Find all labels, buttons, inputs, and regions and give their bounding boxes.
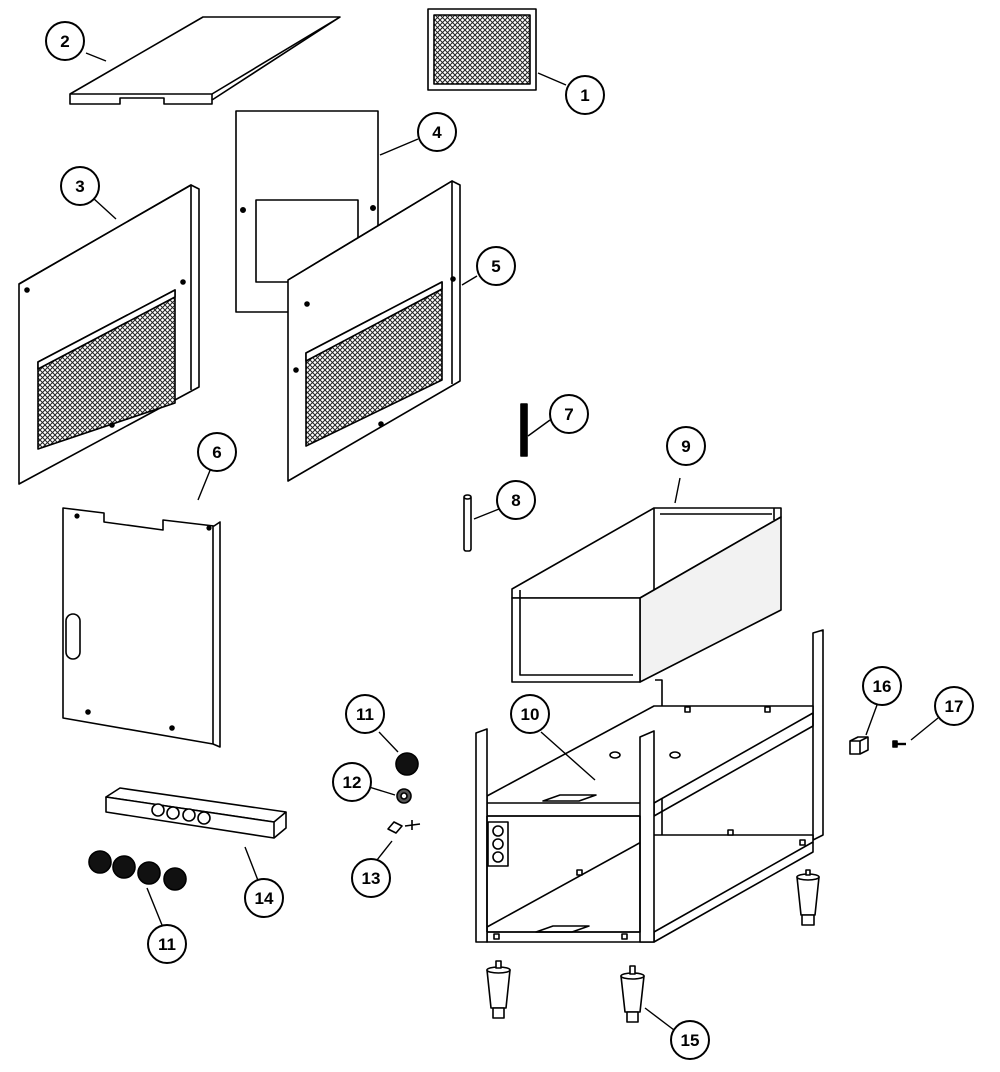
callout-circle bbox=[345, 694, 385, 734]
callout-number: 11 bbox=[356, 705, 374, 724]
callout-5: 5 bbox=[476, 246, 516, 286]
callout-circle bbox=[417, 112, 457, 152]
callout-12: 12 bbox=[332, 762, 372, 802]
part-drawer bbox=[511, 507, 782, 683]
callout-11: 11 bbox=[147, 924, 187, 964]
callout-circle bbox=[351, 858, 391, 898]
callout-circle bbox=[476, 246, 516, 286]
part-rod bbox=[520, 403, 528, 457]
part-control-bracket bbox=[105, 787, 287, 839]
callout-3: 3 bbox=[60, 166, 100, 206]
callout-10: 10 bbox=[510, 694, 550, 734]
callout-number: 12 bbox=[343, 773, 362, 792]
part-knobs bbox=[88, 752, 419, 891]
callout-1: 1 bbox=[565, 75, 605, 115]
callout-15: 15 bbox=[670, 1020, 710, 1060]
callout-number: 17 bbox=[945, 697, 964, 716]
part-screw bbox=[892, 740, 906, 748]
callout-circle bbox=[934, 686, 974, 726]
callout-6: 6 bbox=[197, 432, 237, 472]
part-latch bbox=[849, 736, 869, 755]
callout-circle bbox=[147, 924, 187, 964]
callout-13: 13 bbox=[351, 858, 391, 898]
callout-number: 3 bbox=[75, 177, 84, 196]
callout-circle bbox=[197, 432, 237, 472]
part-legs bbox=[486, 869, 820, 1023]
callout-17: 17 bbox=[934, 686, 974, 726]
callout-circle bbox=[549, 394, 589, 434]
callout-number: 15 bbox=[681, 1031, 700, 1050]
callout-circle bbox=[496, 480, 536, 520]
callout-circle bbox=[510, 694, 550, 734]
callout-number: 13 bbox=[362, 869, 381, 888]
leader-lines bbox=[85, 52, 939, 1031]
callout-circle bbox=[862, 666, 902, 706]
callout-circle bbox=[565, 75, 605, 115]
callout-circle bbox=[332, 762, 372, 802]
part-cabinet-frame bbox=[475, 629, 824, 943]
callout-8: 8 bbox=[496, 480, 536, 520]
callout-number: 4 bbox=[432, 123, 442, 142]
callout-7: 7 bbox=[549, 394, 589, 434]
callout-circle bbox=[244, 878, 284, 918]
callout-16: 16 bbox=[862, 666, 902, 706]
callout-number: 11 bbox=[158, 935, 176, 954]
callout-circle bbox=[60, 166, 100, 206]
callout-number: 2 bbox=[60, 32, 69, 51]
callout-number: 6 bbox=[212, 443, 221, 462]
part-right-side-panel bbox=[287, 180, 461, 482]
part-clip bbox=[387, 820, 421, 834]
callout-number: 9 bbox=[681, 437, 690, 456]
callout-number: 1 bbox=[580, 86, 589, 105]
callout-14: 14 bbox=[244, 878, 284, 918]
part-filter-screen bbox=[427, 8, 537, 91]
part-pin bbox=[463, 494, 472, 552]
callout-11: 11 bbox=[345, 694, 385, 734]
part-left-side-panel bbox=[18, 184, 200, 485]
callout-number: 7 bbox=[564, 405, 573, 424]
part-top-cover bbox=[69, 16, 341, 105]
callout-circle bbox=[670, 1020, 710, 1060]
callout-number: 16 bbox=[873, 677, 892, 696]
callout-number: 8 bbox=[511, 491, 520, 510]
callout-4: 4 bbox=[417, 112, 457, 152]
callout-number: 5 bbox=[491, 257, 500, 276]
callout-circle bbox=[666, 426, 706, 466]
part-front-door bbox=[62, 507, 221, 748]
callout-2: 2 bbox=[45, 21, 85, 61]
callout-circle bbox=[45, 21, 85, 61]
part-nut bbox=[396, 788, 412, 804]
callout-number: 10 bbox=[521, 705, 540, 724]
callout-9: 9 bbox=[666, 426, 706, 466]
callout-number: 14 bbox=[255, 889, 274, 908]
